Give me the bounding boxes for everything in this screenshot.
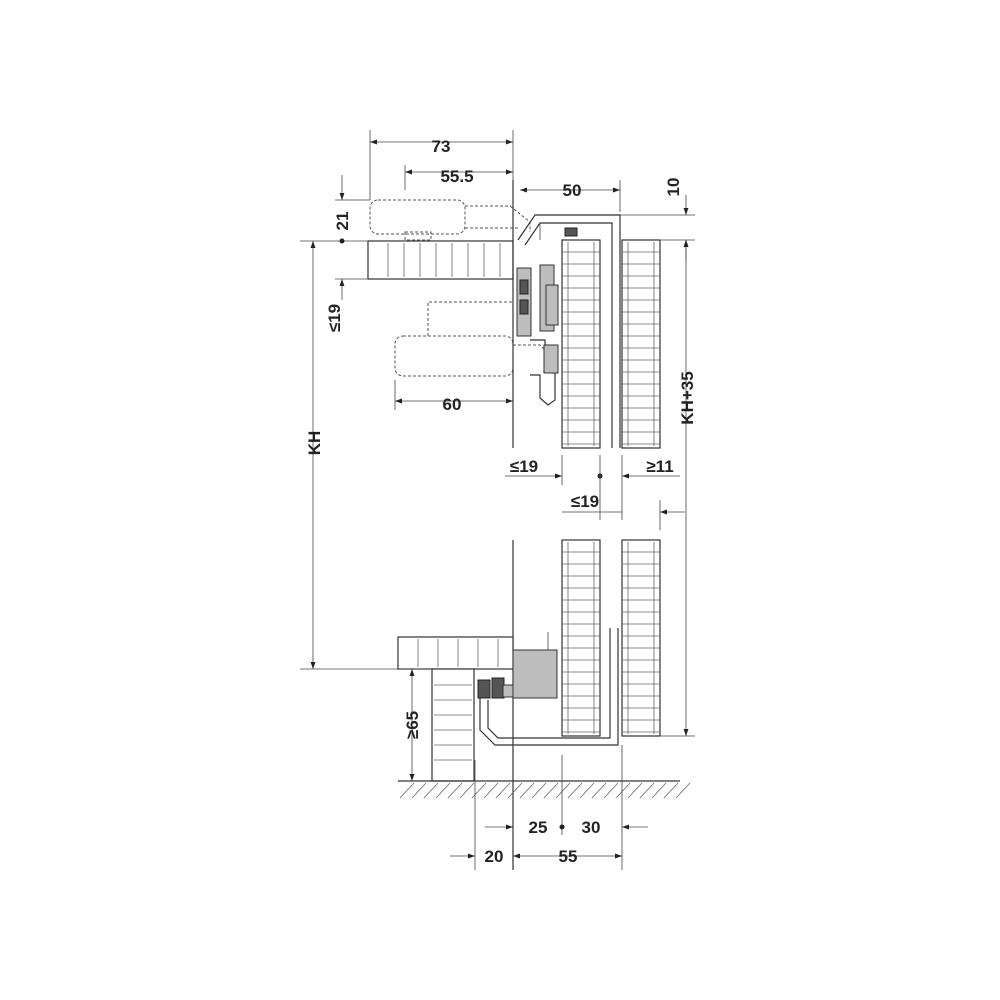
drawer-side-panel [561, 239, 601, 737]
dim-21: 21 [333, 212, 352, 231]
dim-73: 73 [432, 137, 451, 156]
floor-hatch-line [567, 782, 583, 799]
floor-hatch-line [531, 782, 547, 799]
dim-20: 20 [485, 847, 504, 866]
floor-hatch-line [519, 782, 535, 799]
dim-60: 60 [443, 395, 462, 414]
floor-hatch-line [495, 782, 511, 799]
dim-kh-35: KH+35 [678, 371, 697, 424]
floor-hatch-line [639, 782, 655, 799]
floor-hatch-line [483, 782, 499, 799]
dim-kh: KH [305, 431, 324, 456]
plinth-panel [431, 668, 475, 782]
floor-hatch-line [447, 782, 463, 799]
floor [398, 780, 691, 799]
floor-hatch-line [663, 782, 679, 799]
dim-25: 25 [529, 818, 548, 837]
floor-hatch-line [603, 782, 619, 799]
top-handle-outline [369, 199, 531, 241]
top-runner-profile [517, 214, 621, 448]
bottom-panel [397, 636, 514, 670]
dim-65: ≥65 [403, 711, 422, 739]
dim-50: 50 [563, 181, 582, 200]
floor-hatch-line [627, 782, 643, 799]
floor-hatch-line [435, 782, 451, 799]
floor-hatch-line [579, 782, 595, 799]
dim-19-center: ≤19 [571, 492, 599, 511]
floor-hatch-line [555, 782, 571, 799]
floor-hatch-line [423, 782, 439, 799]
dim-55-5: 55.5 [440, 167, 473, 186]
bottom-runner-assembly [477, 628, 619, 746]
dim-30: 30 [582, 818, 601, 837]
floor-hatch-line [411, 782, 427, 799]
floor-hatch-line [399, 782, 415, 799]
dim-11: ≥11 [646, 457, 673, 476]
dim-19-mid: ≤19 [510, 457, 538, 476]
dim-19-left: ≤19 [325, 304, 344, 332]
dim-55: 55 [559, 847, 578, 866]
floor-hatch-line [651, 782, 667, 799]
floor-hatch-line [507, 782, 523, 799]
cabinet-side-panel [621, 239, 661, 737]
floor-hatch-line [471, 782, 487, 799]
floor-hatch-line [591, 782, 607, 799]
floor-hatch-line [459, 782, 475, 799]
floor-hatch-line [543, 782, 559, 799]
top-panel [367, 240, 514, 280]
floor-hatch-line [675, 782, 691, 799]
dim-10: 10 [664, 178, 683, 197]
floor-hatch-line [615, 782, 631, 799]
upper-runner-mechanism [516, 264, 559, 406]
